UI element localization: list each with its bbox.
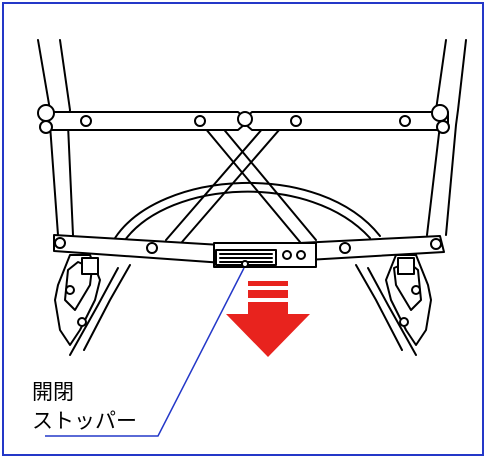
callout-label-line1: 開閉 — [32, 380, 74, 404]
right-frame-tube — [426, 39, 447, 236]
cross-brace-a — [199, 121, 301, 243]
stroller-frame — [37, 39, 467, 356]
open-close-stopper — [213, 242, 317, 268]
callout-label-line2: ストッパー — [32, 409, 137, 433]
callout-leader-line — [45, 267, 245, 437]
left-frame-tube — [37, 39, 59, 236]
cross-brace-b — [181, 121, 287, 243]
down-arrow-icon — [226, 281, 310, 357]
seat-arc — [114, 181, 381, 239]
